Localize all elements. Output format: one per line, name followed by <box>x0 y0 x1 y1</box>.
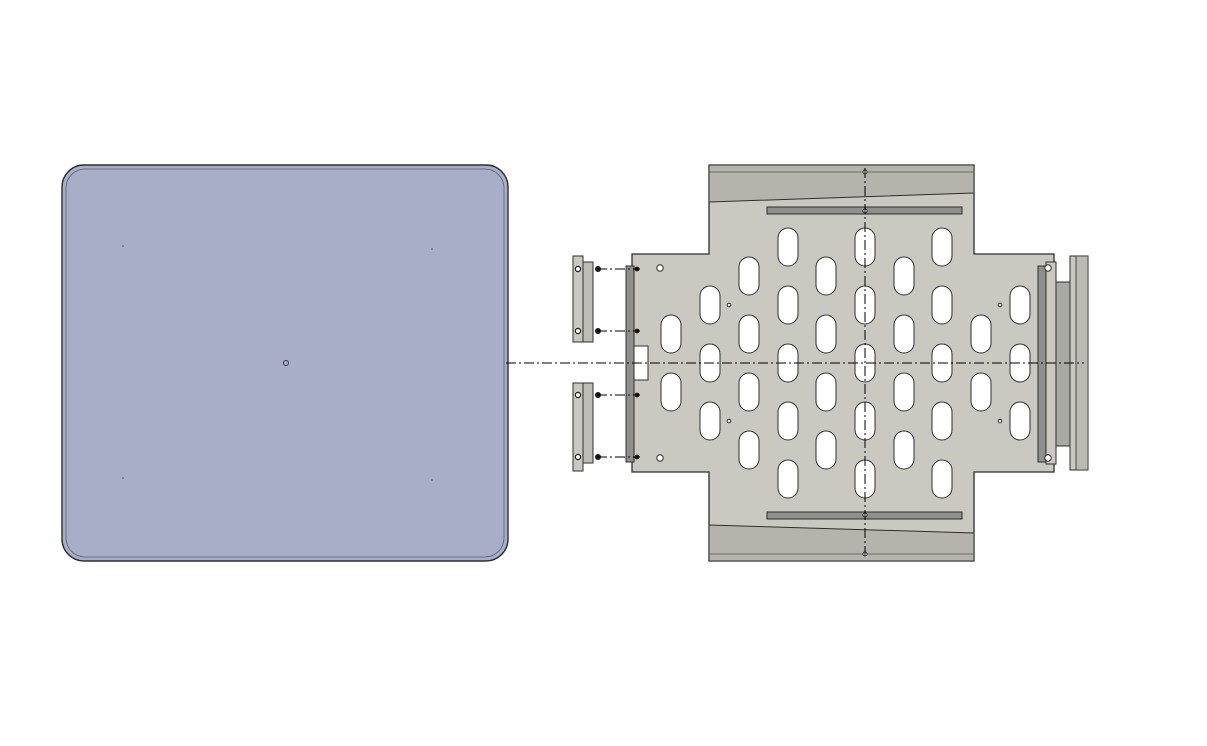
panel-corner-mark <box>431 248 433 250</box>
panel-outer-edge <box>61 164 509 562</box>
oblong-slot <box>738 430 760 470</box>
clamp-hole <box>574 327 582 335</box>
oblong-slot <box>970 372 992 412</box>
exploded-plate-assembly <box>572 164 1089 562</box>
oblong-slot <box>931 285 953 325</box>
clamp-hole <box>574 391 582 399</box>
mount-hole <box>656 454 664 462</box>
oblong-slot <box>777 459 799 499</box>
clamp-hole <box>574 453 582 461</box>
oblong-slot <box>815 372 837 412</box>
oblong-slot <box>815 256 837 296</box>
oblong-slot <box>893 430 915 470</box>
oblong-slot <box>931 227 953 267</box>
left-outer-clamp-lower-inner <box>582 382 594 464</box>
top-panel-view <box>61 164 509 562</box>
oblong-slot <box>660 372 682 412</box>
oblong-slot <box>931 459 953 499</box>
oblong-slot <box>893 256 915 296</box>
mount-hole <box>997 302 1003 308</box>
oblong-slot <box>699 401 721 441</box>
oblong-slot <box>815 430 837 470</box>
oblong-slot <box>777 227 799 267</box>
panel-corner-mark <box>122 477 124 479</box>
bottom-end-band <box>708 524 975 562</box>
right-inner-bracket <box>1037 265 1047 463</box>
clamp-hole <box>574 265 582 273</box>
panel-corner-mark <box>431 479 433 481</box>
oblong-slot <box>777 401 799 441</box>
oblong-slot <box>699 285 721 325</box>
slot-pattern <box>660 227 1031 499</box>
top-end-band <box>708 164 975 203</box>
oblong-slot <box>931 401 953 441</box>
oblong-slot <box>815 314 837 354</box>
panel-corner-mark <box>122 245 124 247</box>
oblong-slot <box>1009 285 1031 325</box>
oblong-slot <box>893 314 915 354</box>
mount-hole <box>726 302 732 308</box>
oblong-slot <box>970 314 992 354</box>
oblong-slot <box>893 372 915 412</box>
oblong-slot <box>738 256 760 296</box>
mount-hole <box>656 264 664 272</box>
oblong-slot <box>1009 401 1031 441</box>
left-outer-clamp-upper-inner <box>582 261 594 343</box>
oblong-slot <box>660 314 682 354</box>
mount-hole <box>726 418 732 424</box>
mount-hole <box>1044 454 1052 462</box>
oblong-slot <box>777 285 799 325</box>
centerlines <box>506 168 1084 558</box>
mount-hole <box>997 418 1003 424</box>
panel-center-hole <box>283 360 289 366</box>
left-inner-bracket <box>625 265 635 463</box>
mount-hole <box>1044 264 1052 272</box>
oblong-slot <box>738 314 760 354</box>
oblong-slot <box>738 372 760 412</box>
panel-inner-edge <box>65 168 505 558</box>
